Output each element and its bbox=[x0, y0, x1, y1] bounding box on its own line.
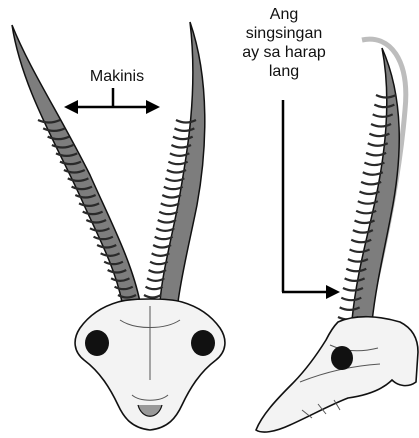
horn-ring bbox=[176, 120, 196, 123]
horn-ring bbox=[147, 278, 164, 281]
ridges-front-only-label: Ang singsingan ay sa harap lang bbox=[211, 5, 357, 81]
right-eye-socket bbox=[191, 330, 215, 356]
ridges-label-line-3: ay sa harap bbox=[211, 43, 357, 62]
horn-ring bbox=[371, 124, 391, 126]
horn-ring bbox=[348, 259, 368, 262]
horn-ring bbox=[350, 249, 370, 252]
horn-ring bbox=[161, 203, 180, 206]
horn-ring bbox=[170, 153, 189, 156]
horn-ring bbox=[144, 295, 161, 298]
smooth-indicator-arrow bbox=[64, 88, 160, 114]
horn-ring bbox=[363, 172, 383, 175]
horn-ring bbox=[167, 170, 186, 173]
horn-ring bbox=[149, 270, 166, 273]
horn-ring bbox=[171, 145, 191, 148]
horn-ring bbox=[173, 137, 193, 140]
horn-ring bbox=[174, 128, 194, 131]
horn-ring bbox=[353, 230, 373, 233]
ridges-indicator-arrow bbox=[282, 100, 340, 299]
horn-ring bbox=[146, 287, 163, 290]
horn-ring bbox=[165, 178, 184, 181]
smooth-label: Makinis bbox=[72, 67, 162, 86]
horn-ring bbox=[374, 105, 394, 108]
horn-ring bbox=[345, 278, 365, 281]
right-horn bbox=[160, 22, 205, 302]
horn-ring bbox=[361, 182, 381, 185]
horn-ring bbox=[346, 269, 366, 272]
ridges-label-line-1: Ang bbox=[211, 5, 357, 24]
horn-ring bbox=[343, 288, 363, 291]
horn-ring bbox=[369, 134, 389, 137]
horn-ring bbox=[164, 187, 183, 190]
left-eye-socket bbox=[85, 330, 109, 356]
horn-ring bbox=[340, 307, 360, 310]
side-skull bbox=[256, 317, 418, 432]
horn-ring bbox=[366, 153, 386, 156]
horn-ring bbox=[368, 143, 388, 146]
horn-ring bbox=[159, 212, 177, 215]
horn-ring bbox=[341, 298, 361, 301]
horn-ring bbox=[364, 163, 384, 166]
horn-ring bbox=[355, 220, 375, 223]
horn-ring bbox=[168, 162, 187, 165]
side-view-skull-with-horn bbox=[256, 39, 418, 432]
horn-ring bbox=[358, 201, 378, 204]
horn-ring bbox=[156, 228, 174, 231]
horn-ring bbox=[359, 192, 379, 195]
ridges-label-line-4: lang bbox=[211, 62, 357, 81]
horn-ring bbox=[351, 240, 371, 243]
horn-ring bbox=[373, 114, 393, 117]
horn-ring bbox=[162, 195, 181, 198]
horn-ring bbox=[356, 211, 376, 214]
horn-ring bbox=[150, 262, 168, 265]
horn-ring bbox=[155, 237, 173, 240]
side-eye-socket bbox=[331, 346, 353, 370]
horn-ring bbox=[152, 253, 170, 255]
horn-ring bbox=[158, 220, 176, 223]
ridges-label-line-2: singsingan bbox=[211, 24, 357, 43]
horn-ring bbox=[153, 245, 171, 248]
